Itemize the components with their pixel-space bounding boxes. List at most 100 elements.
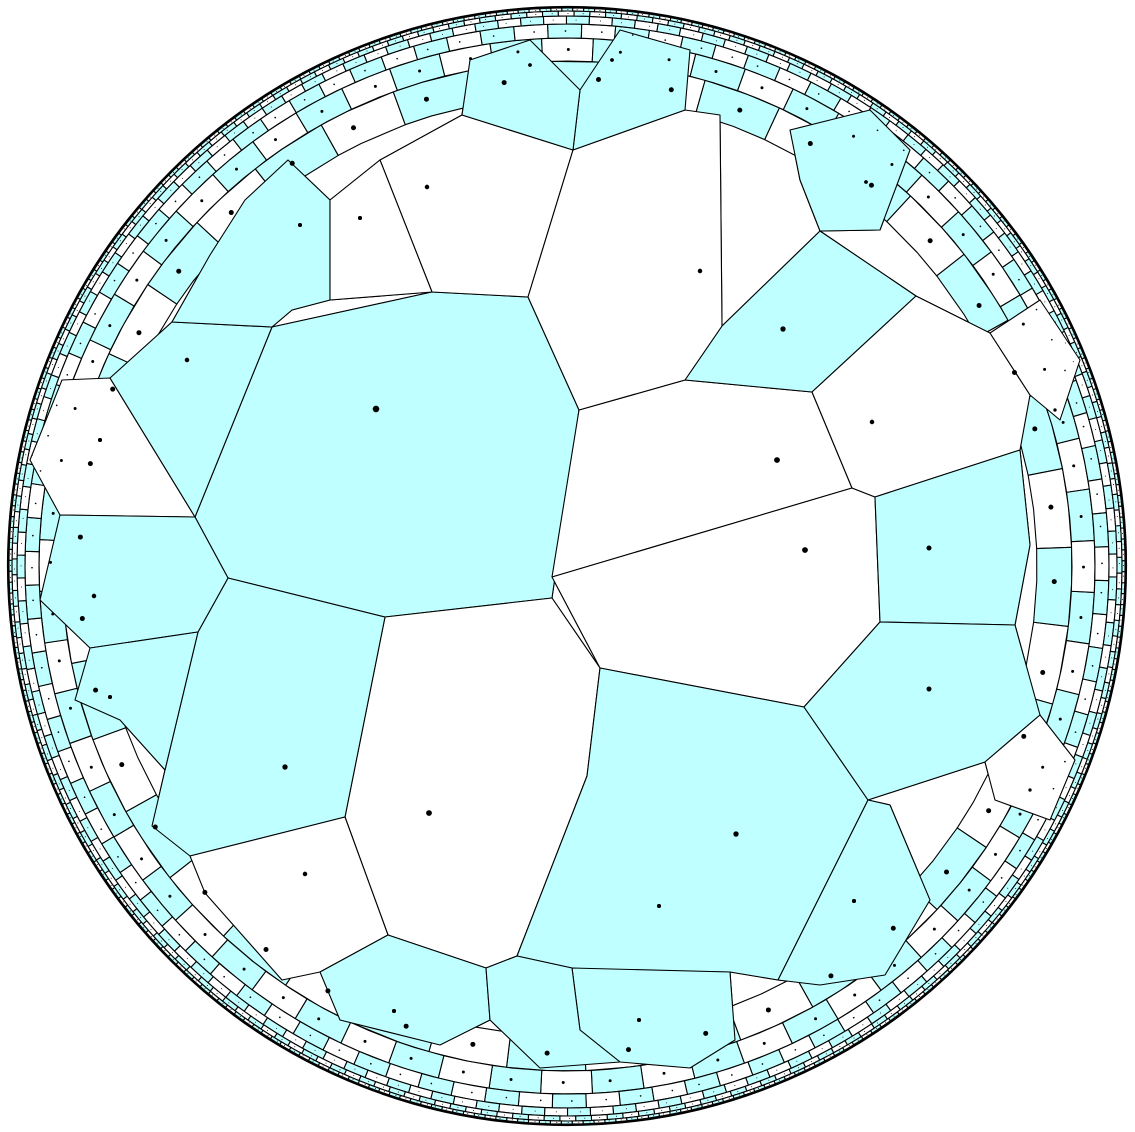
- cell-site-dot-front: [392, 1009, 396, 1013]
- boundary-cell-site: [1120, 619, 1122, 621]
- boundary-cell-site: [769, 47, 771, 49]
- boundary-cell-site: [1092, 382, 1094, 384]
- boundary-cell-site: [14, 568, 16, 570]
- boundary-cell-site: [995, 228, 997, 230]
- boundary-cell: [560, 1120, 573, 1125]
- boundary-cell: [565, 15, 591, 26]
- boundary-cell-site: [567, 9, 569, 11]
- boundary-cell-site: [1095, 699, 1097, 701]
- boundary-cell-site: [895, 129, 897, 131]
- boundary-cell-site: [1119, 631, 1121, 633]
- boundary-cell-site: [129, 903, 131, 905]
- boundary-cell-site: [153, 922, 155, 924]
- boundary-cell-site: [350, 125, 356, 131]
- boundary-cell-site: [98, 265, 100, 267]
- boundary-cell-site: [222, 1002, 224, 1004]
- boundary-cell-site: [853, 1037, 855, 1039]
- boundary-cell-site: [25, 436, 27, 438]
- boundary-cell-site: [422, 38, 424, 40]
- boundary-cell-site: [137, 902, 139, 904]
- boundary-cell-site: [556, 9, 558, 11]
- boundary-cell-site: [776, 1069, 778, 1071]
- cell-site-dot-front: [372, 405, 380, 413]
- boundary-cell-site: [1107, 697, 1109, 699]
- boundary-cell-site: [730, 1074, 733, 1076]
- boundary-cell-site: [465, 28, 467, 30]
- boundary-cell-site: [171, 952, 173, 954]
- boundary-cell-site: [220, 988, 222, 990]
- boundary-cell: [538, 1119, 551, 1125]
- boundary-cell-site: [511, 1119, 513, 1121]
- boundary-cell-site: [57, 367, 59, 369]
- boundary-cell-site: [203, 932, 207, 936]
- boundary-cell-site: [1111, 589, 1113, 591]
- boundary-cell-site: [1058, 304, 1060, 306]
- boundary-cell-site: [311, 1055, 313, 1057]
- boundary-cell-site: [258, 102, 260, 104]
- boundary-cell-site: [84, 836, 86, 838]
- voronoi-cells: [8, 7, 1126, 1125]
- boundary-cell-site: [1015, 887, 1017, 889]
- boundary-cell-site: [907, 977, 909, 980]
- boundary-cell-site: [110, 246, 112, 248]
- boundary-cell-site: [570, 1100, 573, 1102]
- boundary-cell-site: [275, 90, 277, 92]
- boundary-cell-site: [66, 345, 68, 347]
- boundary-cell-site: [338, 1049, 341, 1051]
- boundary-cell-site: [1117, 489, 1119, 491]
- boundary-cell-site: [100, 828, 103, 831]
- boundary-cell-site: [1088, 759, 1090, 761]
- boundary-cell-site: [1087, 750, 1089, 752]
- cell-site-dot-front: [637, 1018, 641, 1022]
- boundary-cell-site: [991, 272, 995, 276]
- boundary-cell-site: [808, 1066, 810, 1068]
- boundary-cell-site: [1034, 866, 1036, 868]
- boundary-cell: [1121, 560, 1126, 573]
- boundary-cell-site: [1076, 787, 1078, 789]
- boundary-cell-site: [374, 43, 376, 45]
- boundary-cell-site: [567, 1121, 569, 1123]
- boundary-cell-site: [1022, 884, 1024, 886]
- boundary-cell-site: [751, 1086, 753, 1088]
- boundary-cell-site: [966, 193, 968, 195]
- boundary-cell-site: [599, 9, 601, 11]
- boundary-cell-site: [982, 935, 984, 937]
- boundary-cell-site: [1056, 807, 1058, 809]
- boundary-cell-site: [1035, 308, 1038, 311]
- boundary-cell-site: [700, 47, 703, 50]
- boundary-cell-site: [1081, 365, 1083, 367]
- boundary-cell-site: [653, 15, 655, 17]
- boundary-cell-site: [935, 148, 937, 150]
- boundary-cell-site: [935, 982, 937, 984]
- boundary-cell-site: [79, 342, 82, 345]
- boundary-cell-site: [66, 373, 69, 376]
- boundary-cell-site: [620, 1119, 622, 1121]
- boundary-cell-site: [878, 999, 881, 1002]
- boundary-cell-site: [206, 141, 208, 143]
- boundary-cell-site: [1076, 343, 1078, 345]
- boundary-cell-site: [676, 20, 678, 22]
- boundary-cell-site: [839, 1045, 841, 1047]
- boundary-cell-site: [87, 827, 89, 829]
- boundary-cell-site: [294, 1046, 296, 1048]
- boundary-cell-site: [52, 352, 54, 354]
- boundary-cell-site: [927, 989, 929, 991]
- boundary-cell-site: [426, 48, 429, 51]
- boundary-cell-site: [352, 56, 354, 58]
- boundary-cell-site: [303, 75, 305, 77]
- boundary-cell-site: [59, 458, 63, 462]
- boundary-cell-site: [10, 598, 12, 600]
- boundary-cell-site: [58, 783, 60, 785]
- boundary-cell-site: [876, 115, 878, 117]
- boundary-cell-site: [731, 56, 734, 58]
- boundary-cell-site: [853, 993, 857, 997]
- boundary-cell-site: [188, 157, 190, 159]
- boundary-cell-site: [552, 19, 554, 21]
- boundary-cell-site: [862, 1024, 864, 1026]
- boundary-cell-site: [639, 1095, 642, 1097]
- boundary-cell: [557, 10, 575, 17]
- boundary-cell-site: [216, 993, 218, 995]
- boundary-cell-site: [198, 162, 200, 164]
